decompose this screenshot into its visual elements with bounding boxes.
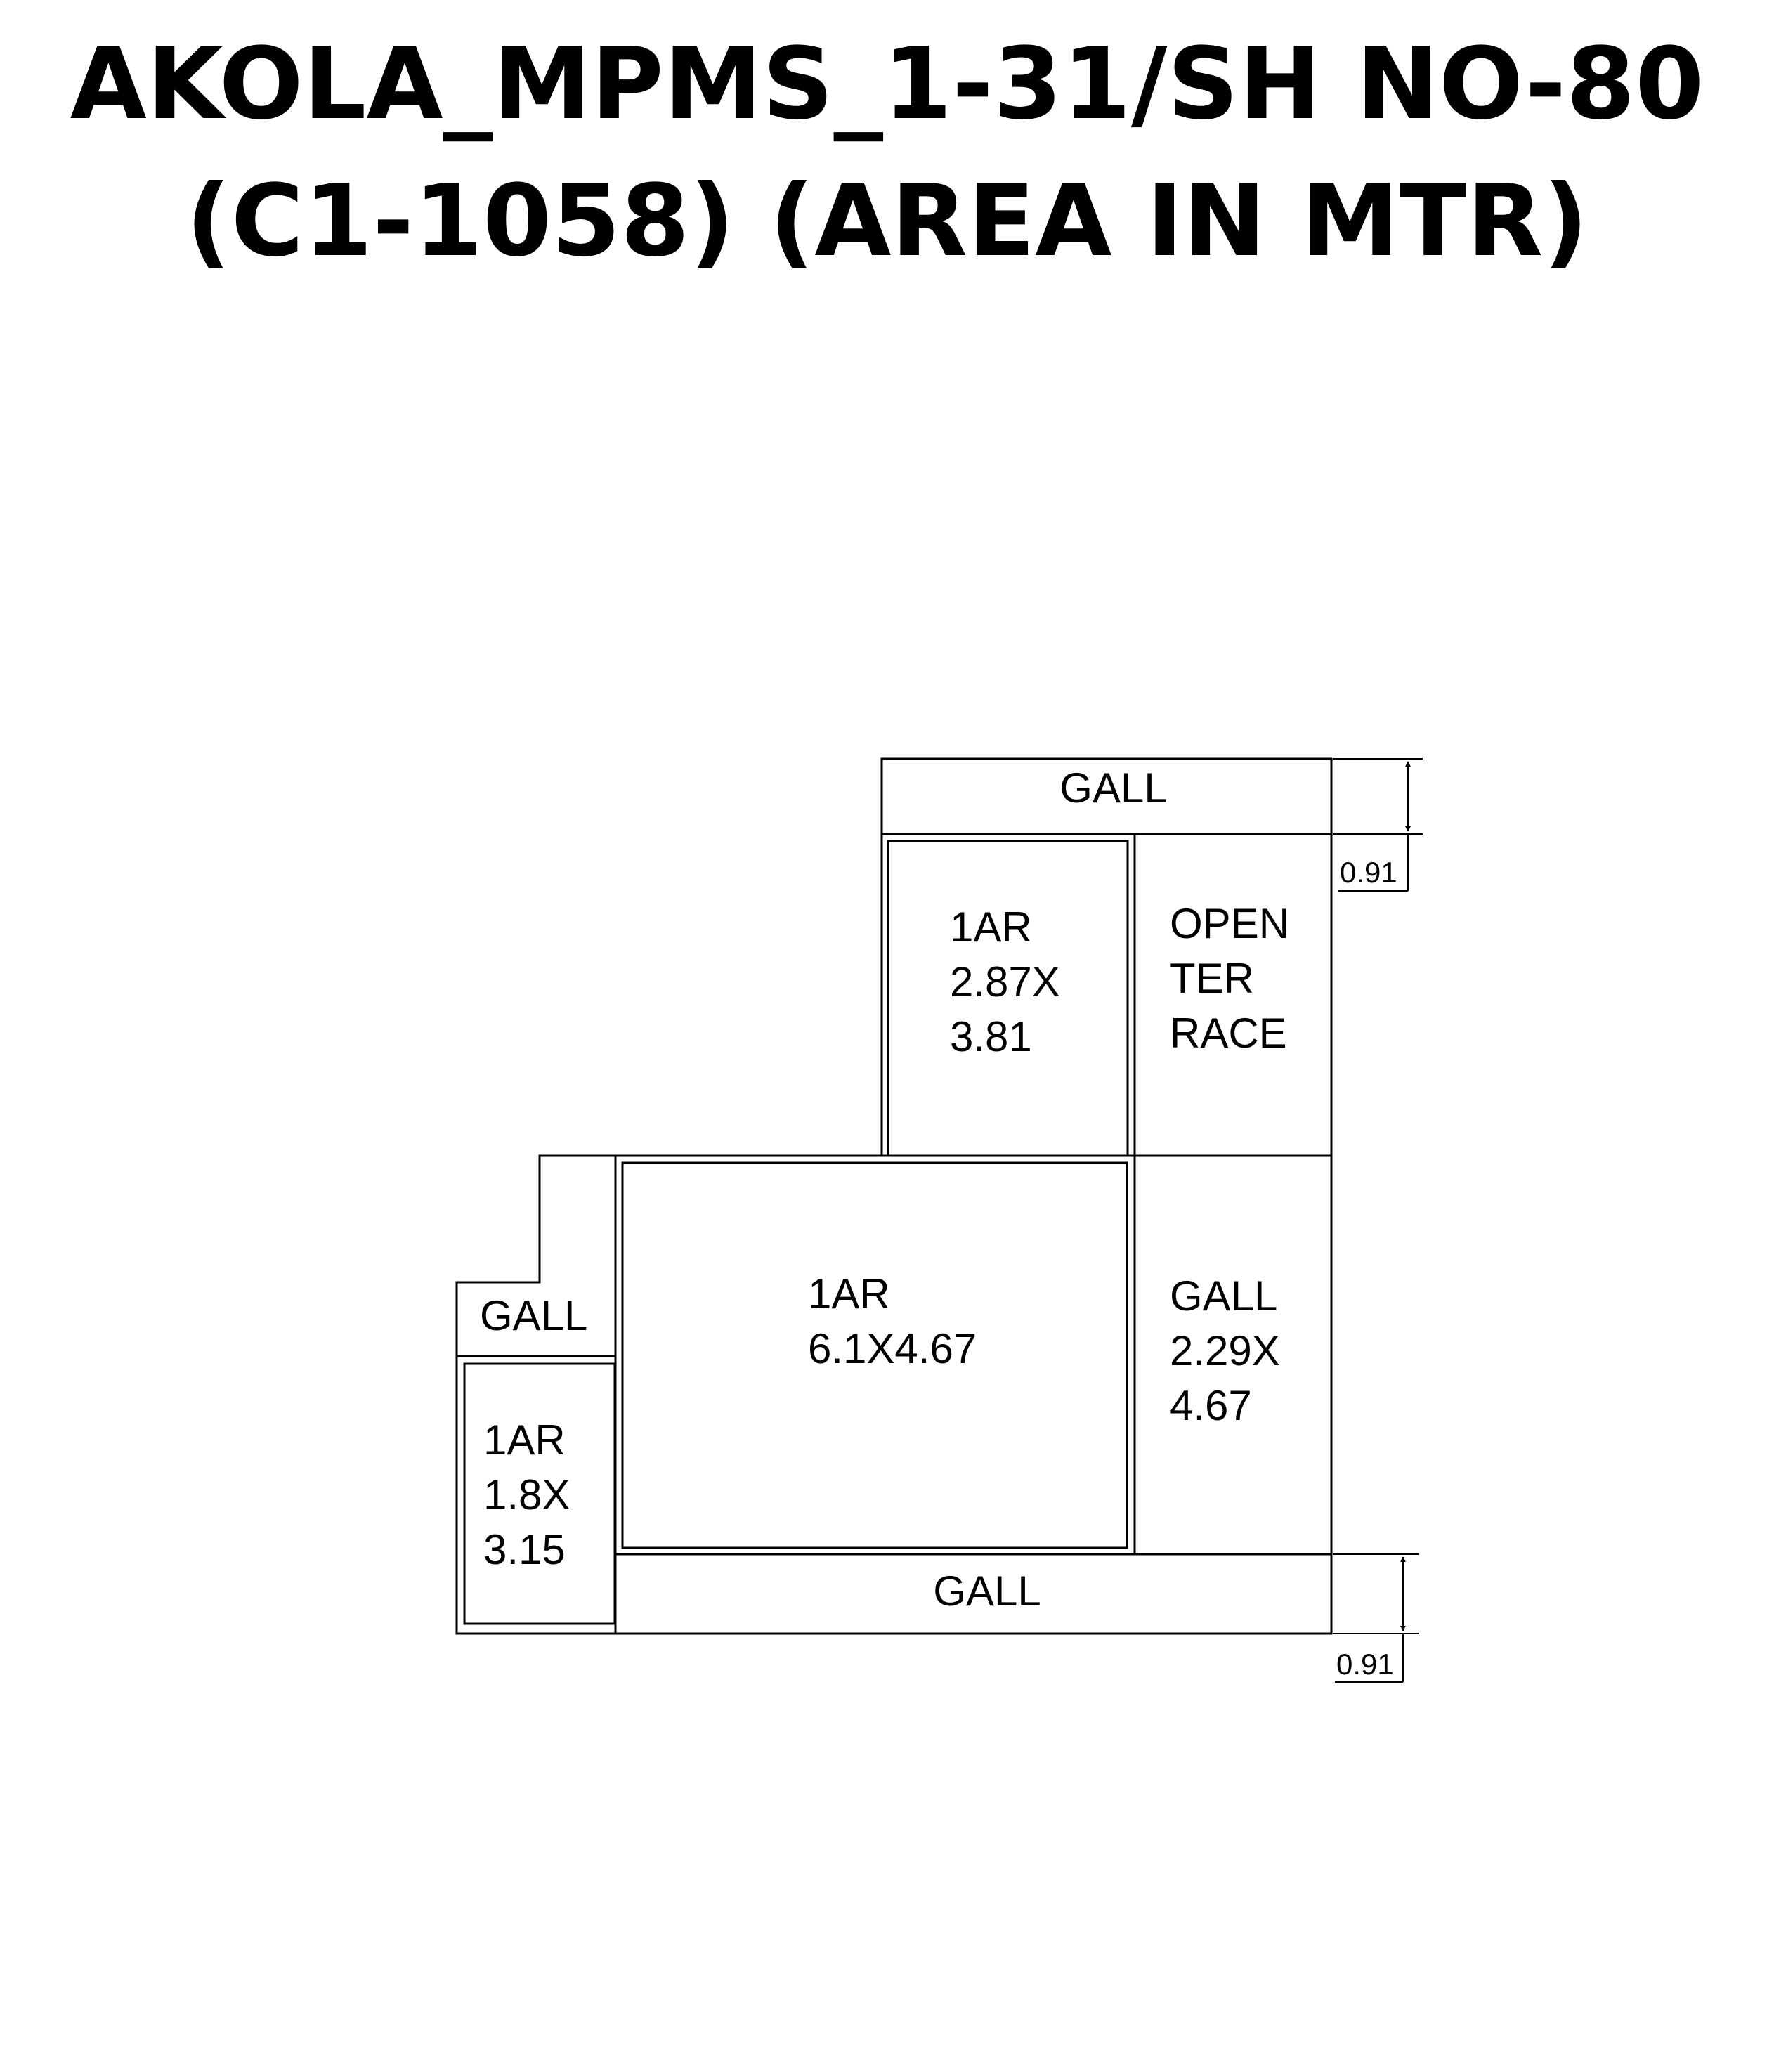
room-small-line-3: 3.81: [950, 1013, 1032, 1060]
gall-left-label: GALL: [480, 1292, 587, 1339]
room-left-line-3: 3.15: [483, 1526, 566, 1573]
gall-right-line-3: 4.67: [1170, 1382, 1252, 1429]
open-terrace-label: OPEN TER RACE: [1170, 900, 1301, 1057]
dimension-top: 0.91: [1333, 758, 1423, 892]
gall-top-label: GALL: [1059, 764, 1167, 812]
room-left-line-1: 1AR: [483, 1416, 566, 1464]
room-main-inner: [621, 1161, 1128, 1549]
open-terrace-line-3: RACE: [1170, 1010, 1287, 1057]
plan-outline: [455, 757, 1333, 1635]
room-main-line-1: 1AR: [808, 1270, 890, 1317]
room-main-label: 1AR 6.1X4.67: [808, 1270, 977, 1372]
gall-right-line-1: GALL: [1170, 1272, 1277, 1320]
room-main-line-2: 6.1X4.67: [808, 1325, 977, 1372]
room-small-label: 1AR 2.87X 3.81: [950, 904, 1071, 1060]
dimension-bottom: 0.91: [1333, 1553, 1419, 1683]
open-terrace-line-2: TER: [1170, 955, 1254, 1002]
dimension-bottom-label: 0.91: [1336, 1648, 1394, 1681]
gall-right-line-2: 2.29X: [1170, 1327, 1280, 1374]
room-small-line-1: 1AR: [950, 904, 1032, 951]
room-left-label: 1AR 1.8X 3.15: [483, 1416, 582, 1573]
gall-bottom-label: GALL: [933, 1568, 1041, 1615]
page-title-line-1: AKOLA_MPMS_1-31/SH NO-80: [70, 27, 1704, 142]
open-terrace-line-1: OPEN: [1170, 900, 1289, 947]
gall-bottom-area: [614, 1553, 1333, 1635]
room-left-inner: [463, 1362, 616, 1625]
room-left-line-2: 1.8X: [483, 1471, 570, 1518]
room-small-line-2: 2.87X: [950, 958, 1060, 1005]
gall-right-label: GALL 2.29X 4.67: [1170, 1272, 1291, 1429]
page-title-line-2: (C1-1058) (AREA IN MTR): [185, 164, 1589, 279]
dimension-top-label: 0.91: [1340, 856, 1397, 889]
